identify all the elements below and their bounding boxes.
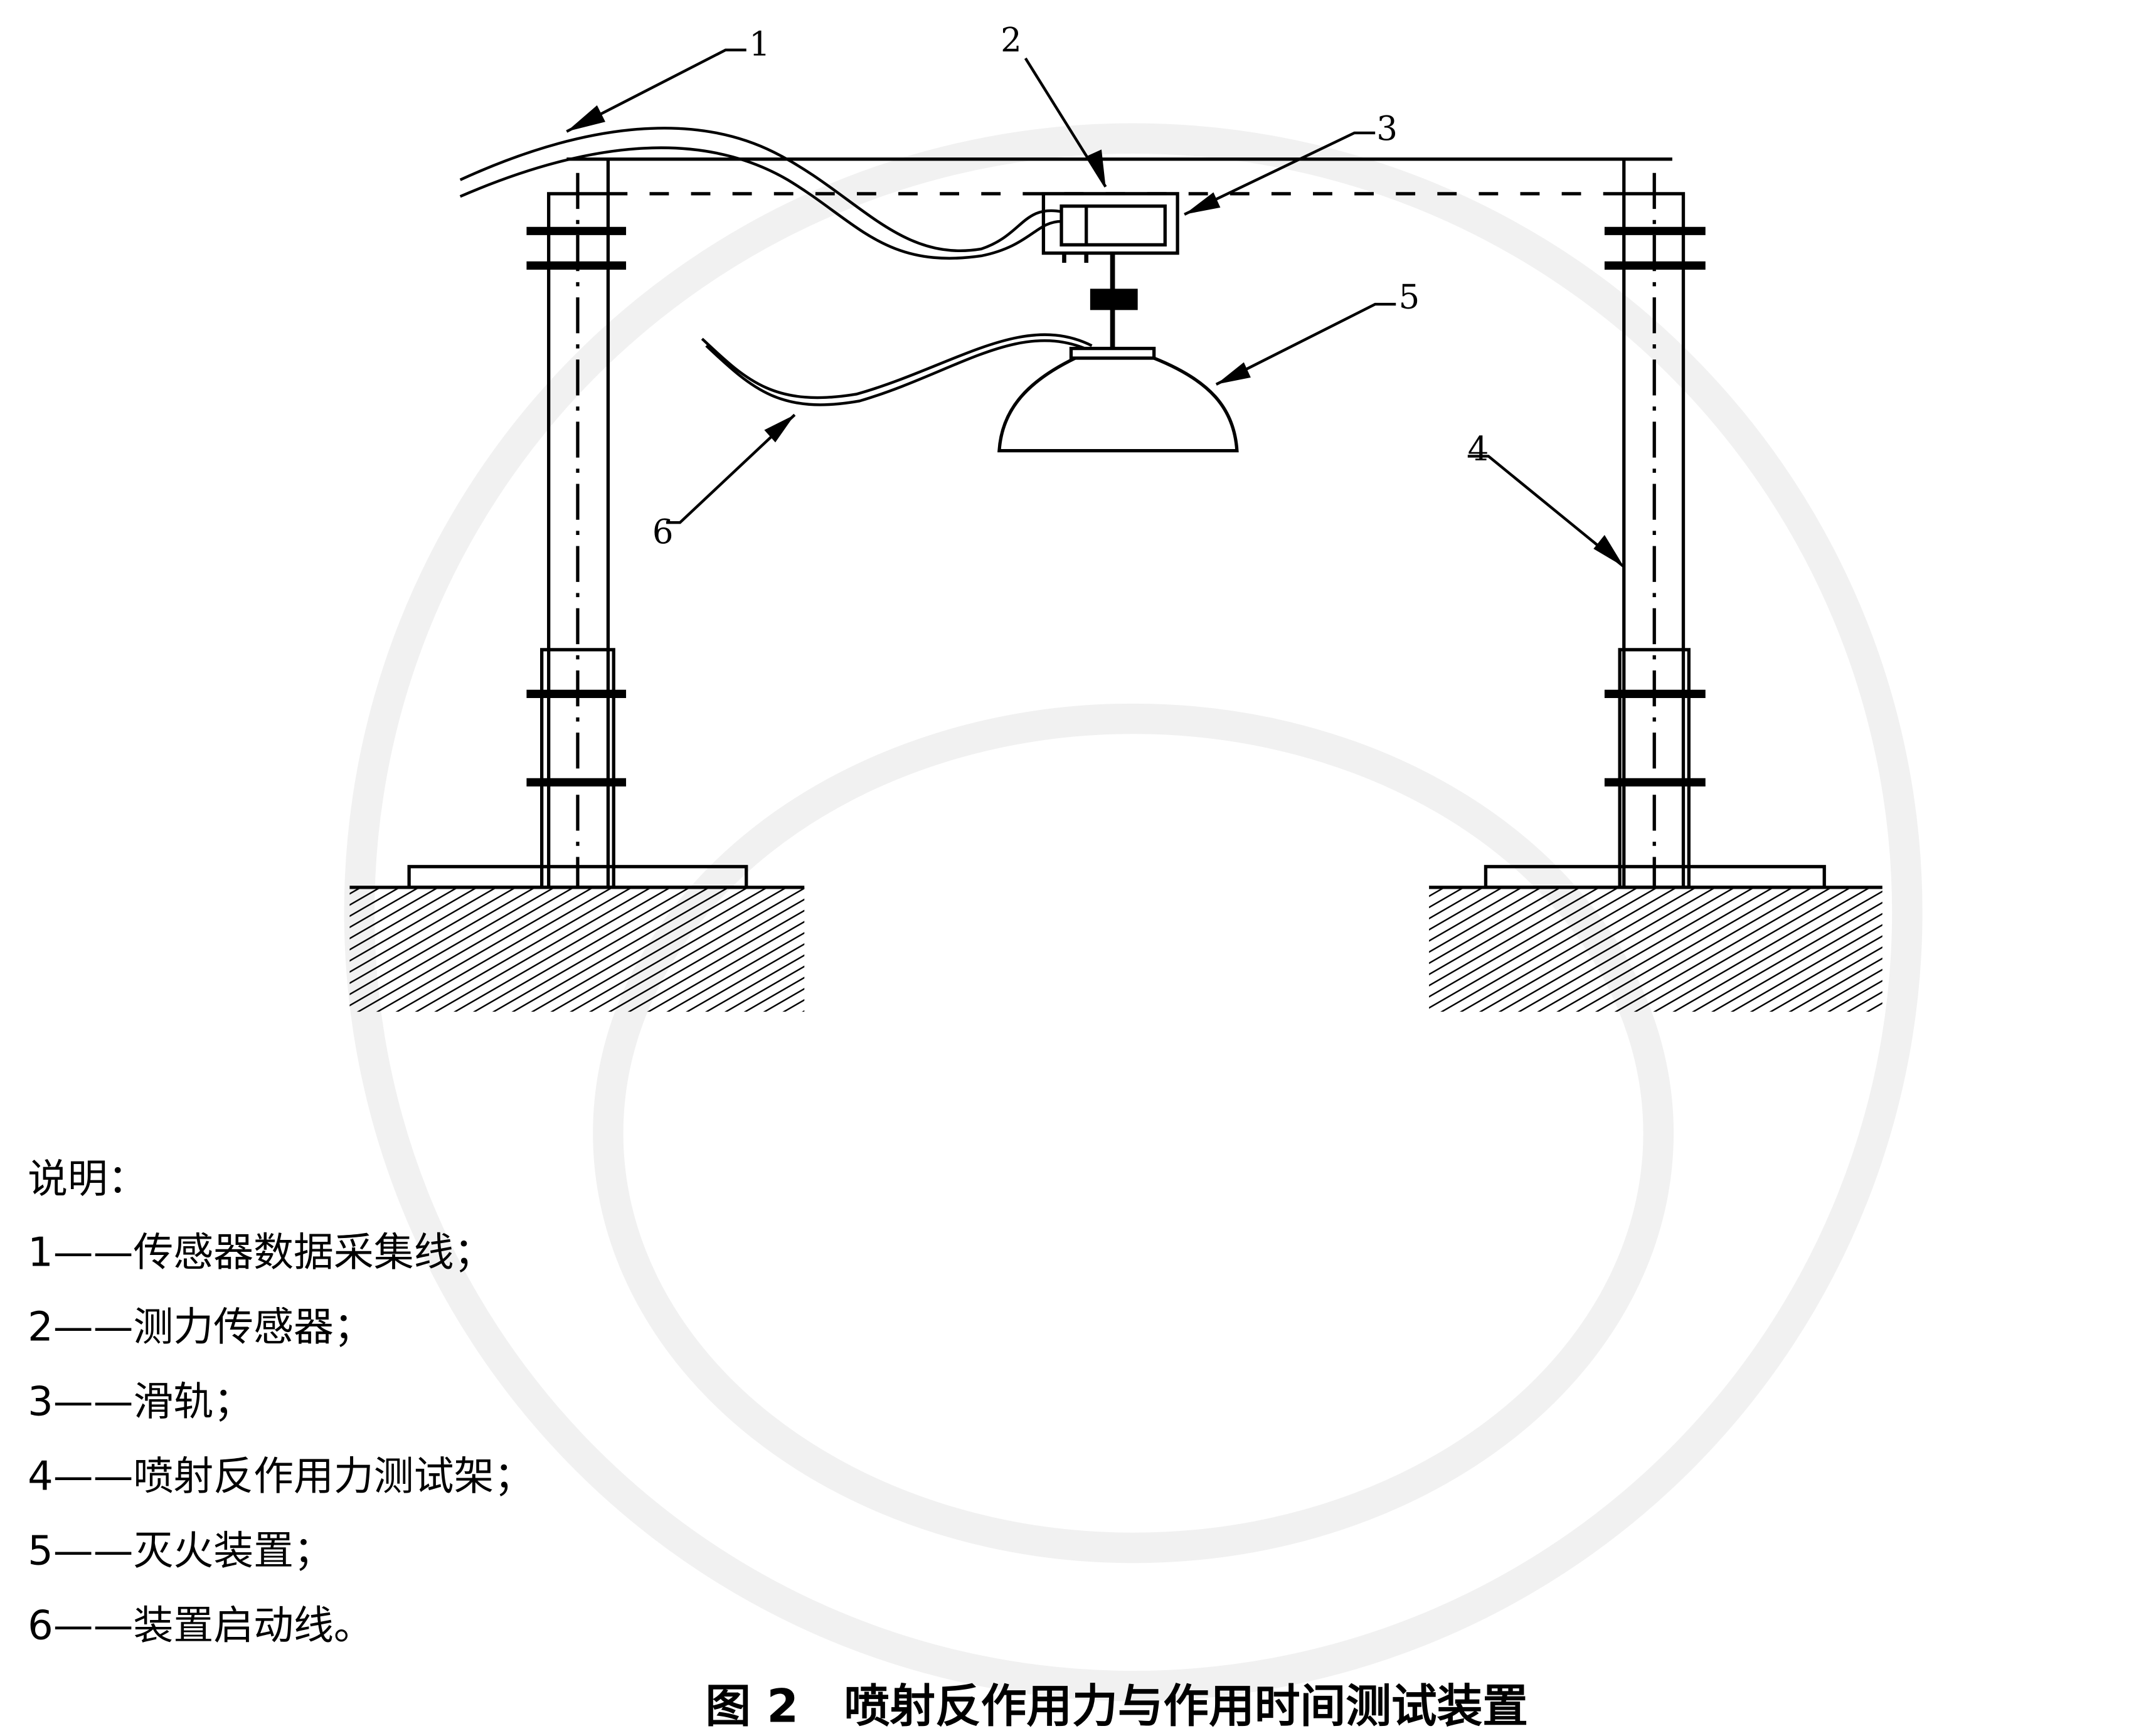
force-sensor — [1041, 192, 1179, 349]
arrowheads — [566, 105, 1624, 567]
sensor-data-cable — [459, 127, 1062, 260]
device-start-cable — [701, 333, 1093, 406]
legend-item: 1——传感器数据采集线； — [28, 1230, 494, 1276]
legend-heading: 说明： — [28, 1156, 148, 1203]
callout-4: 4 — [1468, 430, 1489, 468]
left-ground-hatch — [349, 887, 805, 1012]
callout-2: 2 — [1001, 21, 1022, 60]
legend-item: 6——装置启动线。 — [28, 1602, 374, 1649]
legend-item: 2——测力传感器； — [28, 1304, 374, 1350]
legend-item: 4——喷射反作用力测试架； — [28, 1453, 534, 1500]
callout-6: 6 — [652, 513, 674, 551]
leader-lines — [566, 48, 1625, 568]
figure-caption: 图 2 喷射反作用力与作用时间测试装置 — [705, 1681, 1528, 1733]
fire-extinguishing-device — [997, 346, 1239, 453]
legend-item: 5——灭火装置； — [28, 1528, 334, 1574]
callout-5: 5 — [1399, 278, 1420, 317]
callout-3: 3 — [1376, 110, 1398, 148]
right-ground-hatch — [1429, 887, 1883, 1012]
legend-item: 3——滑轨； — [28, 1379, 253, 1425]
callout-1: 1 — [749, 26, 770, 64]
